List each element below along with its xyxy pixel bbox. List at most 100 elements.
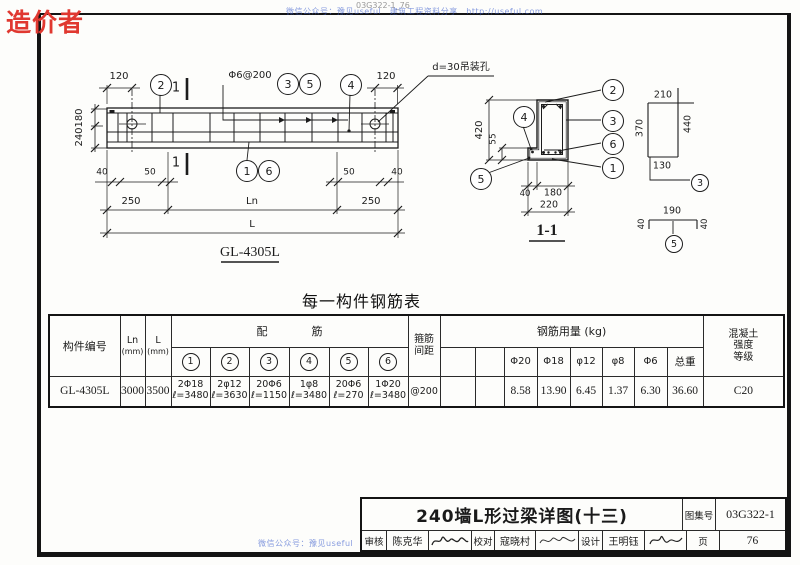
dim-250-right: 250 [361, 196, 381, 207]
callout-1-label: 1 [243, 164, 251, 178]
section-dim-220: 220 [539, 199, 559, 211]
section-dim-55: 55 [488, 133, 499, 145]
rebar-shape-details-lines [647, 88, 698, 234]
shape3-dim-370: 370 [634, 118, 646, 138]
bar3-length: ℓ=1150 [250, 390, 288, 402]
cell-ln: 3000 [119, 375, 146, 408]
col-d6-header: Φ6 [633, 346, 668, 377]
section-dim-180: 180 [543, 187, 563, 199]
callout-6-label: 6 [265, 164, 273, 178]
col-ln-header: Ln(mm) [119, 314, 146, 377]
dim-250-left: 250 [121, 196, 141, 207]
cell-d18: 13.90 [536, 375, 571, 408]
dim-240: 240 [74, 127, 85, 147]
dim-180: 180 [74, 108, 85, 128]
callout-5: 5 [299, 73, 321, 95]
beam-rebar-note: Φ6@200 [228, 70, 272, 81]
section-callout-5: 5 [470, 168, 492, 190]
review-name: 陈克华 [386, 531, 428, 550]
bar1-length: ℓ=3480 [172, 390, 209, 402]
design-name: 王明钰 [602, 531, 644, 550]
section-callout-6: 6 [602, 133, 624, 155]
col-bar6-header: 6 [367, 346, 409, 377]
atlas-number-value: 03G322-1 [715, 499, 785, 530]
usage-empty-header-1 [439, 346, 476, 377]
col-bar3-header: 3 [248, 346, 290, 377]
lifting-hole-note: d=30吊装孔 [432, 62, 490, 73]
bar5-length: ℓ=270 [333, 390, 364, 402]
ln-unit: (mm) [121, 346, 144, 356]
bar6-circle: 6 [385, 356, 392, 367]
page-number: 76 [719, 531, 785, 550]
callout-2: 2 [150, 74, 172, 96]
stirrup-label2: 间距 [414, 345, 435, 357]
review-label: 审核 [364, 536, 384, 548]
section-callout-5-label: 5 [477, 172, 485, 186]
bar4-length: ℓ=3480 [290, 390, 328, 402]
beam-elevation-lines [90, 78, 405, 263]
document-id: 03G322-1_76 [356, 1, 410, 10]
cell-d8: 1.37 [601, 375, 635, 408]
l-unit: (mm) [147, 346, 169, 356]
cell-usage-empty-2 [474, 375, 505, 408]
cell-spacing: @200 [407, 375, 441, 408]
callout-3-label: 3 [284, 77, 292, 91]
shape3-dim-440: 440 [682, 114, 694, 134]
concrete-label3: 等级 [733, 351, 754, 363]
rebar-group-char2: 筋 [311, 325, 323, 339]
dim-40-right: 40 [391, 167, 403, 178]
shape5-dim-190: 190 [662, 205, 682, 217]
col-d18-header: Φ18 [536, 346, 571, 377]
bar1-spec: 2Φ18 [177, 379, 204, 391]
section-callout-2: 2 [602, 79, 624, 101]
callout-6: 6 [258, 160, 280, 182]
col-total-header: 总重 [666, 346, 704, 377]
dim-l: L [249, 219, 255, 230]
col-bar4-header: 4 [288, 346, 330, 377]
dim-50-right: 50 [343, 167, 355, 178]
section-callout-4-label: 4 [520, 110, 528, 124]
cell-usage-empty-1 [439, 375, 476, 408]
section-title: 1-1 [536, 222, 558, 239]
shape5-dim-40-right: 40 [699, 218, 710, 230]
cell-concrete: C20 [702, 375, 785, 408]
title-block: 240墙L形过梁详图(十三) 图集号 03G322-1 审核 陈克华 校对 寇晓… [360, 497, 787, 552]
title-block-row-1: 240墙L形过梁详图(十三) 图集号 03G322-1 [362, 499, 785, 530]
sheet-border-frame [37, 13, 791, 557]
callout-4: 4 [340, 74, 362, 96]
callout-1: 1 [236, 160, 258, 182]
section-callout-3: 3 [602, 110, 624, 132]
shape3-callout-label: 3 [696, 177, 704, 189]
cell-d12: 6.45 [569, 375, 603, 408]
cell-member: GL-4305L [48, 375, 121, 408]
shape3-dim-210: 210 [653, 89, 673, 101]
col-bar2-header: 2 [209, 346, 250, 377]
proof-label: 校对 [471, 531, 494, 550]
dim-40-left: 40 [96, 167, 108, 178]
shape5-callout-5: 5 [665, 235, 683, 253]
top-watermark: 微信公众号：豫见useful 建筑工程资料分享 http://useful.co… [286, 7, 544, 16]
design-signature [644, 531, 686, 550]
col-d8-header: φ8 [601, 346, 635, 377]
usage-group-header: 钢筋用量 (kg) [439, 314, 704, 348]
bar1-circle: 1 [187, 356, 194, 367]
bar6-spec: 1Φ20 [375, 379, 401, 391]
ln-label: Ln [126, 334, 139, 346]
stirrup-label1: 箍筋 [414, 334, 435, 346]
design-signature-scribble [648, 535, 682, 545]
bar2-circle: 2 [226, 356, 233, 367]
table-header-row-2: 1 2 3 4 5 6 Φ20 Φ18 φ12 φ8 Φ6 总重 [49, 346, 784, 377]
section-mark-bottom: 1 [171, 155, 181, 171]
drawing-title: 240墙L形过梁详图(十三) [416, 507, 628, 527]
usage-empty-header-2 [474, 346, 505, 377]
col-bar1-header: 1 [170, 346, 211, 377]
section-mark-top: 1 [171, 80, 181, 96]
col-member-header: 构件编号 [48, 314, 121, 377]
table-header-row-1: 构件编号 Ln(mm) L(mm) 配 筋 箍筋间距 钢筋用量 (kg) 混凝土… [48, 314, 785, 377]
bar2-spec: 2φ12 [217, 379, 242, 391]
